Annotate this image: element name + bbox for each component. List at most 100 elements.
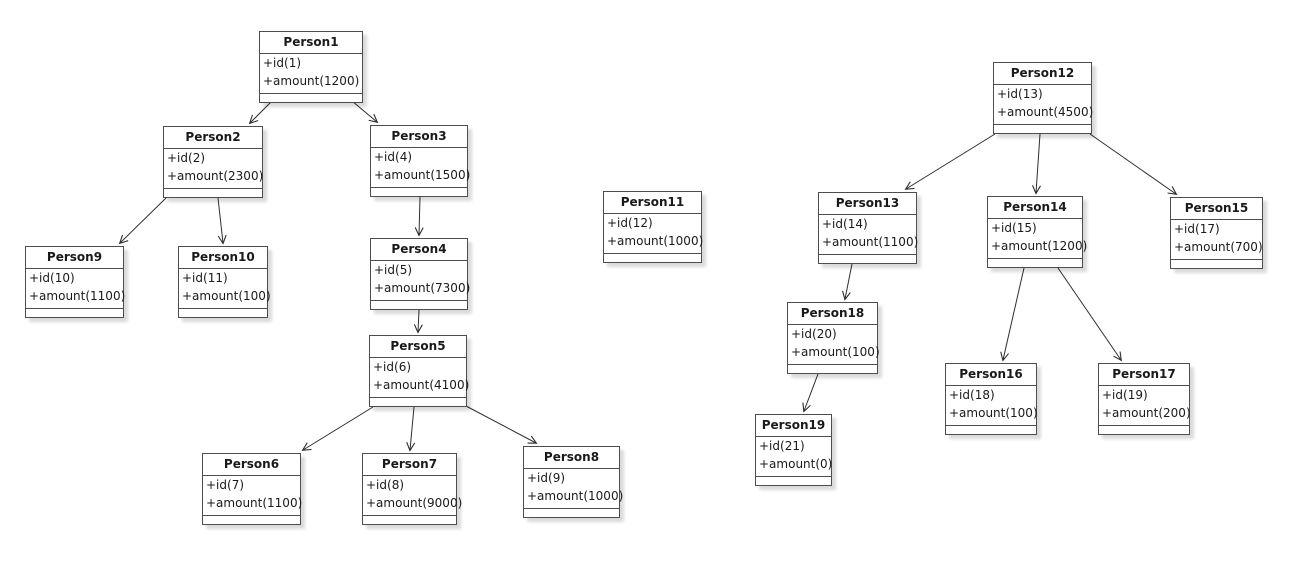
class-attributes-compartment: +id(2) +amount(2300)	[164, 149, 264, 189]
class-title: Person1	[260, 32, 362, 54]
class-box-person7[interactable]: Person7 +id(8) +amount(9000)	[362, 453, 463, 525]
class-empty-compartment	[370, 398, 466, 406]
class-box-person4[interactable]: Person4+id(5)+amount(7300)	[370, 238, 471, 310]
class-box-person13[interactable]: Person13+id(14)+amount(1100)	[818, 192, 919, 264]
class-attribute: +amount(1100)	[206, 495, 303, 510]
class-empty-compartment	[756, 477, 831, 485]
class-attributes-compartment: +id(7) +amount(1100)	[203, 476, 303, 516]
class-empty-compartment	[994, 125, 1091, 133]
class-box-person19[interactable]: Person19+id(21)+amount(0)	[755, 414, 832, 486]
class-box-person11[interactable]: Person11 +id(12) +amount(1000)	[603, 191, 704, 263]
class-attributes-compartment: +id(21)+amount(0)	[756, 437, 833, 477]
class-empty-compartment	[1099, 426, 1189, 434]
class-title: Person17	[1099, 364, 1189, 386]
class-attribute: +id(17)	[1174, 222, 1220, 236]
class-box-person5[interactable]: Person5+id(6)+amount(4100)	[369, 335, 469, 407]
class-empty-compartment	[203, 516, 300, 524]
edge-person1-person2	[250, 100, 273, 123]
class-attributes-compartment: +id(14) +amount(1100)	[819, 215, 919, 255]
class-empty-compartment	[164, 189, 262, 197]
class-attributes-compartment: +id(15)+amount(1200)	[988, 219, 1087, 259]
class-box-person17[interactable]: Person17 +id(19) +amount(200)	[1098, 363, 1191, 435]
class-attribute: +id(14)	[822, 217, 868, 231]
edge-person14-person16	[1003, 267, 1025, 360]
class-attributes-compartment: +id(11)+amount(100)	[179, 269, 271, 309]
edge-person5-person8	[465, 405, 536, 443]
class-title: Person9	[26, 247, 123, 269]
class-attributes-compartment: +id(5)+amount(7300)	[371, 261, 471, 301]
class-attribute: +id(7)	[206, 478, 245, 492]
class-empty-compartment	[788, 365, 877, 373]
class-box-person18[interactable]: Person18+id(20)+amount(100)	[787, 302, 880, 374]
class-box-person2[interactable]: Person2+id(2)+amount(2300)	[163, 126, 263, 198]
class-attribute: +amount(200)	[1102, 405, 1191, 420]
class-attribute: +id(8)	[366, 478, 405, 492]
class-attribute: +amount(2300)	[167, 168, 264, 183]
class-box-person9[interactable]: Person9+id(10)+amount(1100)	[25, 246, 126, 318]
class-title: Person14	[988, 197, 1082, 219]
class-attributes-compartment: +id(20) +amount(100)	[788, 325, 880, 365]
class-title: Person19	[756, 415, 831, 437]
class-title: Person3	[371, 126, 467, 148]
class-box-person12[interactable]: Person12 +id(13) +amount(4500)	[993, 62, 1094, 134]
class-attribute: +amount(700)	[1174, 239, 1263, 254]
class-attribute: +amount(7300)	[374, 280, 471, 295]
class-attribute: +amount(1000)	[527, 488, 624, 503]
class-attribute: +amount(1100)	[29, 288, 126, 303]
class-title: Person12	[994, 63, 1091, 85]
class-attribute: +amount(100)	[791, 344, 880, 359]
class-empty-compartment	[819, 255, 916, 263]
class-attribute: +id(19)	[1102, 388, 1148, 402]
class-attributes-compartment: +id(19) +amount(200)	[1099, 386, 1191, 426]
class-attributes-compartment: +id(6)+amount(4100)	[370, 358, 469, 398]
edge-person2-person10	[217, 197, 223, 243]
class-empty-compartment	[946, 426, 1036, 434]
class-attribute: +id(20)	[791, 327, 837, 341]
class-title: Person11	[604, 192, 701, 214]
class-title: Person8	[524, 447, 619, 469]
class-attributes-compartment: +id(10)+amount(1100)	[26, 269, 126, 309]
class-attribute: +id(13)	[997, 87, 1043, 101]
class-attribute: +amount(1100)	[822, 234, 919, 249]
edge-person18-person19	[804, 373, 819, 411]
class-box-person8[interactable]: Person8 +id(9) +amount(1000)	[523, 446, 624, 518]
class-attribute: +id(12)	[607, 216, 653, 230]
class-attributes-compartment: +id(18) +amount(100)	[946, 386, 1038, 426]
edge-person12-person14	[1036, 133, 1040, 193]
class-box-person1[interactable]: Person1+id(1)+amount(1200)	[259, 31, 363, 103]
class-box-person15[interactable]: Person15+id(17)+amount(700)	[1170, 197, 1263, 269]
class-box-person6[interactable]: Person6+id(7)+amount(1100)	[202, 453, 303, 525]
edge-person3-person4	[419, 196, 420, 235]
class-box-person14[interactable]: Person14+id(15)+amount(1200)	[987, 196, 1087, 268]
edges-group	[120, 100, 1176, 450]
class-box-person3[interactable]: Person3+id(4)+amount(1500)	[370, 125, 471, 197]
class-attribute: +id(2)	[167, 151, 206, 165]
class-attributes-compartment: +id(17) +amount(700)	[1171, 220, 1263, 260]
class-attributes-compartment: +id(12) +amount(1000)	[604, 214, 704, 254]
class-attributes-compartment: +id(13) +amount(4500)	[994, 85, 1094, 125]
class-attribute: +id(18)	[949, 388, 995, 402]
class-attributes-compartment: +id(1)+amount(1200)	[260, 54, 362, 94]
edge-person1-person3	[351, 100, 377, 122]
class-attributes-compartment: +id(8) +amount(9000)	[363, 476, 463, 516]
class-box-person10[interactable]: Person10+id(11)+amount(100)	[178, 246, 271, 318]
class-empty-compartment	[179, 309, 267, 317]
class-attribute: +amount(9000)	[366, 495, 463, 510]
class-title: Person10	[179, 247, 267, 269]
class-attribute: +amount(1000)	[607, 233, 704, 248]
class-attribute: +amount(4500)	[997, 104, 1094, 119]
class-attribute: +id(9)	[527, 471, 566, 485]
edge-person12-person13	[906, 133, 996, 189]
edge-person5-person6	[303, 406, 374, 450]
edge-person14-person17	[1057, 267, 1121, 360]
class-attribute: +amount(100)	[949, 405, 1038, 420]
class-attribute: +amount(0)	[759, 456, 833, 471]
class-empty-compartment	[1171, 260, 1262, 268]
class-empty-compartment	[26, 309, 123, 317]
class-empty-compartment	[604, 254, 701, 262]
class-attribute: +amount(1500)	[374, 167, 471, 182]
class-title: Person7	[363, 454, 456, 476]
class-box-person16[interactable]: Person16+id(18)+amount(100)	[945, 363, 1038, 435]
